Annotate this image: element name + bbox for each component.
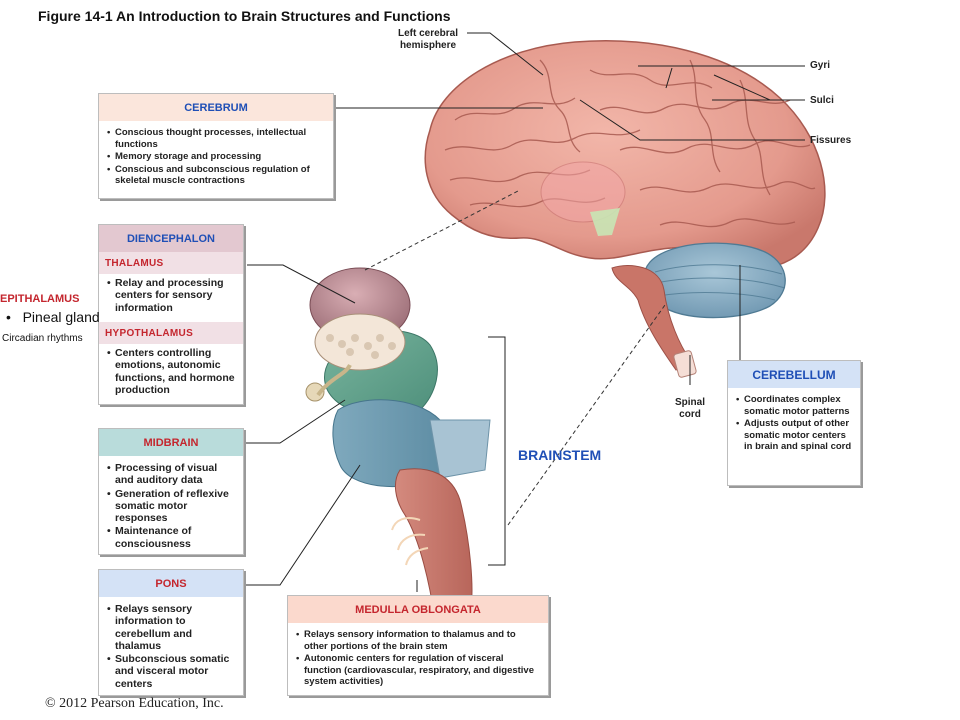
diencephalon-box: DIENCEPHALON THALAMUS Relay and processi… bbox=[98, 224, 244, 405]
left-hemisphere-line1: Left cerebral bbox=[398, 28, 459, 39]
medulla-item: Autonomic centers for regulation of visc… bbox=[294, 653, 542, 688]
thalamus-item: Relay and processing centers for sensory… bbox=[105, 277, 237, 314]
hypothalamus-heading: HYPOTHALAMUS bbox=[99, 322, 243, 344]
pineal-gland-text: Pineal gland bbox=[22, 309, 100, 325]
cerebrum-heading: CEREBRUM bbox=[99, 94, 333, 121]
circadian-rhythms-note: Circadian rhythms bbox=[2, 333, 83, 344]
cerebrum-shape bbox=[424, 40, 826, 271]
midbrain-item: Generation of reflexive somatic motor re… bbox=[105, 488, 237, 525]
midbrain-item: Maintenance of consciousness bbox=[105, 525, 237, 550]
brainstem-label: BRAINSTEM bbox=[518, 447, 602, 463]
midbrain-item: Processing of visual and auditory data bbox=[105, 462, 237, 487]
cerebellum-item: Coordinates complex somatic motor patter… bbox=[734, 394, 854, 417]
spinal-cord-line1: Spinal bbox=[675, 397, 706, 408]
thalamus-list: Relay and processing centers for sensory… bbox=[99, 274, 243, 322]
thalamus-heading: THALAMUS bbox=[99, 252, 243, 274]
pineal-gland-item: • Pineal gland bbox=[6, 309, 100, 325]
medulla-box: MEDULLA OBLONGATA Relays sensory informa… bbox=[287, 595, 549, 696]
medulla-heading: MEDULLA OBLONGATA bbox=[288, 596, 548, 623]
sulci-label: Sulci bbox=[810, 95, 834, 106]
figure-title: Figure 14-1 An Introduction to Brain Str… bbox=[38, 8, 451, 24]
cerebrum-item: Conscious and subconscious regulation of… bbox=[105, 164, 327, 187]
cerebrum-list: Conscious thought processes, intellectua… bbox=[99, 121, 333, 187]
midbrain-heading: MIDBRAIN bbox=[99, 429, 243, 456]
cerebrum-item: Conscious thought processes, intellectua… bbox=[105, 127, 327, 150]
left-hemisphere-label: Left cerebral hemisphere bbox=[398, 28, 458, 52]
spinal-cord-line2: cord bbox=[679, 409, 701, 420]
hypothalamus-list: Centers controlling emotions, autonomic … bbox=[99, 344, 243, 396]
cerebellum-item: Adjusts output of other somatic motor ce… bbox=[734, 418, 854, 453]
copyright-notice: © 2012 Pearson Education, Inc. bbox=[45, 696, 224, 711]
gyri-label: Gyri bbox=[810, 60, 831, 71]
cerebrum-item: Memory storage and processing bbox=[105, 151, 327, 163]
cerebellum-list: Coordinates complex somatic motor patter… bbox=[728, 388, 860, 453]
medulla-item: Relays sensory information to thalamus a… bbox=[294, 629, 542, 652]
pons-item: Relays sensory information to cerebellum… bbox=[105, 603, 237, 652]
left-hemisphere-line2: hemisphere bbox=[399, 40, 457, 51]
pons-box: PONS Relays sensory information to cereb… bbox=[98, 569, 244, 696]
cerebellum-box: CEREBELLUM Coordinates complex somatic m… bbox=[727, 360, 861, 486]
medulla-list: Relays sensory information to thalamus a… bbox=[288, 623, 548, 688]
cerebellum-heading: CEREBELLUM bbox=[728, 361, 860, 388]
cerebrum-box: CEREBRUM Conscious thought processes, in… bbox=[98, 93, 334, 199]
midbrain-list: Processing of visual and auditory data G… bbox=[99, 456, 243, 550]
diencephalon-heading: DIENCEPHALON bbox=[99, 225, 243, 252]
epithalamus-heading: EPITHALAMUS bbox=[0, 293, 80, 305]
spinal-cord-label: Spinal cord bbox=[675, 397, 705, 421]
pons-list: Relays sensory information to cerebellum… bbox=[99, 597, 243, 690]
midbrain-box: MIDBRAIN Processing of visual and audito… bbox=[98, 428, 244, 555]
fissures-label: Fissures bbox=[810, 135, 852, 146]
pons-heading: PONS bbox=[99, 570, 243, 597]
pons-item: Subconscious somatic and visceral motor … bbox=[105, 653, 237, 690]
hypothalamus-item: Centers controlling emotions, autonomic … bbox=[105, 347, 237, 396]
